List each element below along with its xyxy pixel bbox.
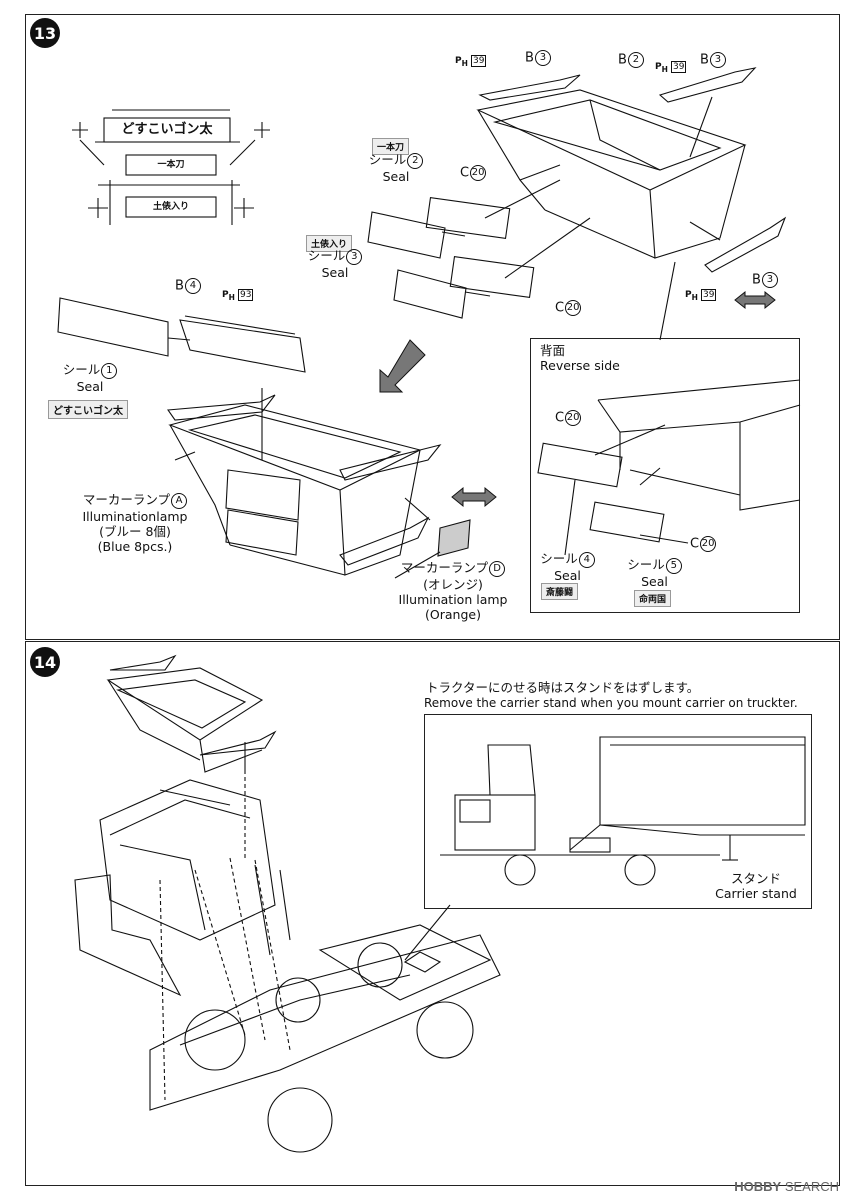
stand-removal-note-jp: トラクターにのせる時はスタンドをはずします。 xyxy=(426,680,700,695)
ph39-label-a: PH 39 xyxy=(455,55,487,68)
direction-arrow-2 xyxy=(734,290,776,310)
sign-low-text: 土俵入り xyxy=(152,202,189,212)
reverse-side-title: 背面 Reverse side xyxy=(540,343,620,373)
ph39-label-c: PH 39 xyxy=(685,289,717,302)
sticker-seal-5: 命両国 xyxy=(634,590,672,607)
carrier-stand-inset xyxy=(424,714,812,909)
missile-parts xyxy=(179,67,787,373)
inset-truck-illustration xyxy=(440,736,806,886)
sticker-seal-4: 斎藤闘 xyxy=(541,583,579,600)
watermark: HOBBY SEARCH xyxy=(734,1179,839,1194)
stand-removal-note-en: Remove the carrier stand when you mount … xyxy=(424,696,798,710)
direction-arrow-3 xyxy=(451,486,497,508)
reverse-side-inset xyxy=(530,338,800,613)
direction-arrow-1 xyxy=(379,339,426,393)
sign-mid-text: 一本刀 xyxy=(157,160,185,170)
step-13-panel xyxy=(25,14,840,640)
sticker-seal-3: 土俵入り xyxy=(306,235,353,252)
ph93-label: PH 93 xyxy=(222,289,254,302)
carrier-stand-label: スタンド Carrier stand xyxy=(715,871,797,901)
carrier-step14 xyxy=(106,654,277,773)
sticker-seal-1: どすこいゴン太 xyxy=(48,400,128,419)
sign-board-illustration xyxy=(72,109,270,225)
carrier-body-upper xyxy=(476,89,747,259)
ph39-label-b: PH 39 xyxy=(655,61,687,74)
step-14-panel xyxy=(25,641,840,1186)
sticker-seal-2: 一本刀 xyxy=(372,138,410,155)
sign-main-text: どすこいゴン太 xyxy=(121,122,213,137)
tractor-unit xyxy=(74,779,501,1153)
step-13-badge: 13 xyxy=(30,18,60,48)
step-14-badge: 14 xyxy=(30,647,60,677)
